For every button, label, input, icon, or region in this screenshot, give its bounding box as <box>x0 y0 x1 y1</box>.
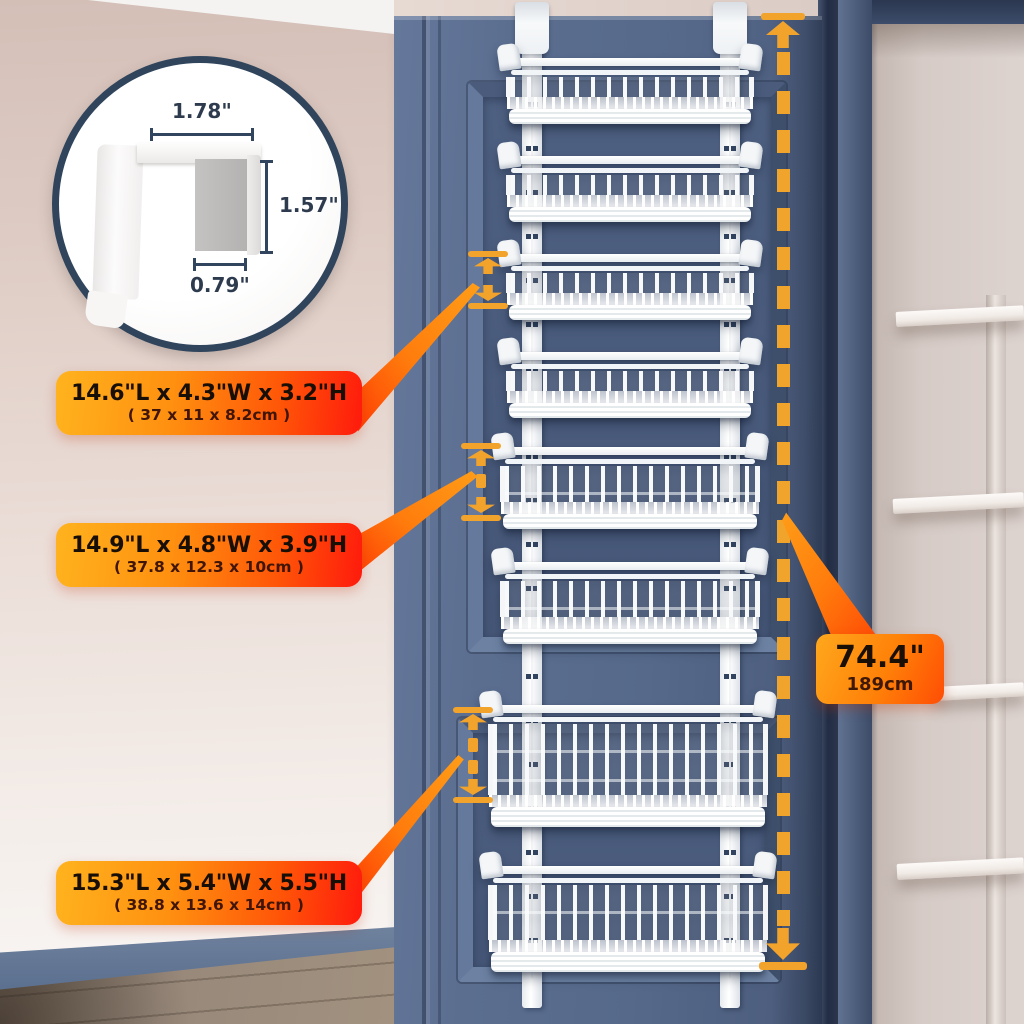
wire-basket-2 <box>496 140 764 222</box>
label-medium-basket-size: 14.9"L x 4.8"W x 3.9"H ( 37.8 x 12.3 x 1… <box>56 523 362 587</box>
measure-large-basket <box>451 707 495 803</box>
pantry-corner-panel <box>986 295 1006 1024</box>
basket-hook <box>738 336 764 366</box>
wire-basket-6 <box>490 546 770 644</box>
label-large-line2: ( 38.8 x 13.6 x 14cm ) <box>114 896 304 915</box>
total-height-inches: 74.4" <box>835 640 925 676</box>
door-edge <box>818 0 840 1024</box>
basket-hook <box>478 850 504 880</box>
basket-hook <box>490 546 516 576</box>
pantry-interior <box>868 0 1024 1024</box>
door-cross-section <box>195 159 247 251</box>
basket-hook <box>738 238 764 268</box>
dim-top-width: 1.78" <box>172 99 232 123</box>
hook-dimension-inset: 1.78" 1.57" 0.79" <box>52 56 348 352</box>
pantry-shelf <box>933 682 1024 701</box>
basket-hook <box>738 140 764 170</box>
height-bottom-cap <box>759 962 807 970</box>
label-medium-line2: ( 37.8 x 12.3 x 10cm ) <box>114 558 304 577</box>
basket-hook <box>496 336 522 366</box>
label-large-line1: 15.3"L x 5.4"W x 5.5"H <box>71 871 347 897</box>
dim-side-height: 1.57" <box>279 193 339 217</box>
hook-top-arm <box>137 143 261 163</box>
wire-basket-7 <box>478 689 778 827</box>
label-large-basket-size: 15.3"L x 5.4"W x 5.5"H ( 38.8 x 13.6 x 1… <box>56 861 362 925</box>
label-small-line2: ( 37 x 11 x 8.2cm ) <box>127 406 291 425</box>
basket-hook <box>744 431 770 461</box>
dim-line-right <box>260 160 273 254</box>
basket-hook <box>752 850 778 880</box>
wire-basket-4 <box>496 336 764 418</box>
measure-medium-basket <box>459 443 503 521</box>
basket-hook <box>738 42 764 72</box>
wire-basket-8 <box>478 850 778 972</box>
basket-hook <box>496 42 522 72</box>
height-dashed-line <box>777 52 790 926</box>
label-medium-line1: 14.9"L x 4.8"W x 3.9"H <box>71 533 347 559</box>
hook-back-leg <box>247 155 261 255</box>
label-small-line1: 14.6"L x 4.3"W x 3.2"H <box>71 381 347 407</box>
basket-hook <box>752 689 778 719</box>
door-frame-header <box>868 0 1024 58</box>
basket-hook <box>496 140 522 170</box>
total-height-cm: 189cm <box>846 673 914 695</box>
wire-basket-3 <box>496 238 764 320</box>
hook-front-leg <box>92 144 144 300</box>
dim-line-top <box>150 128 254 141</box>
wire-basket-5 <box>490 431 770 529</box>
label-small-basket-size: 14.6"L x 4.3"W x 3.2"H ( 37 x 11 x 8.2cm… <box>56 371 362 435</box>
dim-bottom-width: 0.79" <box>190 273 250 297</box>
label-total-height: 74.4" 189cm <box>816 634 944 704</box>
door-frame <box>838 0 872 1024</box>
wire-basket-1 <box>496 42 764 124</box>
dim-line-bottom <box>193 258 247 271</box>
height-top-cap <box>761 13 805 20</box>
basket-hook <box>744 546 770 576</box>
measure-small-basket <box>466 251 510 309</box>
